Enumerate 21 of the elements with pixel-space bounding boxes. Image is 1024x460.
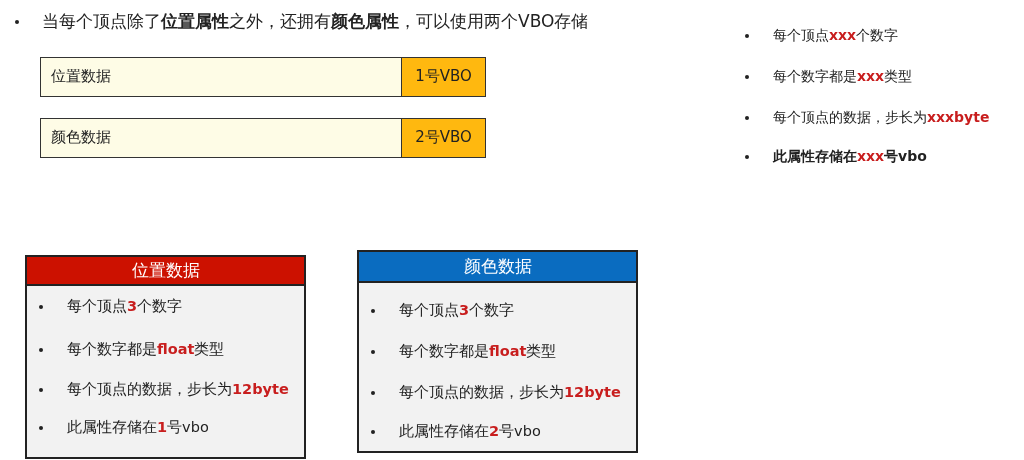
list-item: 每个顶点xxx个数字: [773, 27, 899, 45]
info-card: [25, 255, 306, 459]
data-bar: 位置数据: [40, 57, 402, 97]
card-header: 位置数据: [27, 257, 304, 286]
list-item: 每个顶点的数据，步长为xxxbyte: [773, 109, 990, 127]
info-card: [357, 250, 638, 453]
list-item: 每个数字都是xxx类型: [773, 68, 913, 86]
vbo-label-box: 1号VBO: [401, 57, 486, 97]
list-item: 每个顶点的数据，步长为12byte: [399, 383, 621, 401]
heading-text: 当每个顶点除了位置属性之外，还拥有颜色属性，可以使用两个VBO存储: [42, 11, 589, 32]
list-item: 每个数字都是float类型: [399, 342, 557, 360]
list-item: 每个顶点的数据，步长为12byte: [67, 380, 289, 398]
card-header: 颜色数据: [359, 252, 636, 283]
list-item: 每个数字都是float类型: [67, 340, 225, 358]
list-item: 每个顶点3个数字: [67, 297, 183, 315]
list-item: 此属性存储在2号vbo: [399, 422, 541, 440]
vbo-label-box: 2号VBO: [401, 118, 486, 158]
list-item: 此属性存储在1号vbo: [67, 418, 209, 436]
list-item: 此属性存储在xxx号vbo: [773, 148, 927, 166]
data-bar: 颜色数据: [40, 118, 402, 158]
list-item: 每个顶点3个数字: [399, 301, 515, 319]
